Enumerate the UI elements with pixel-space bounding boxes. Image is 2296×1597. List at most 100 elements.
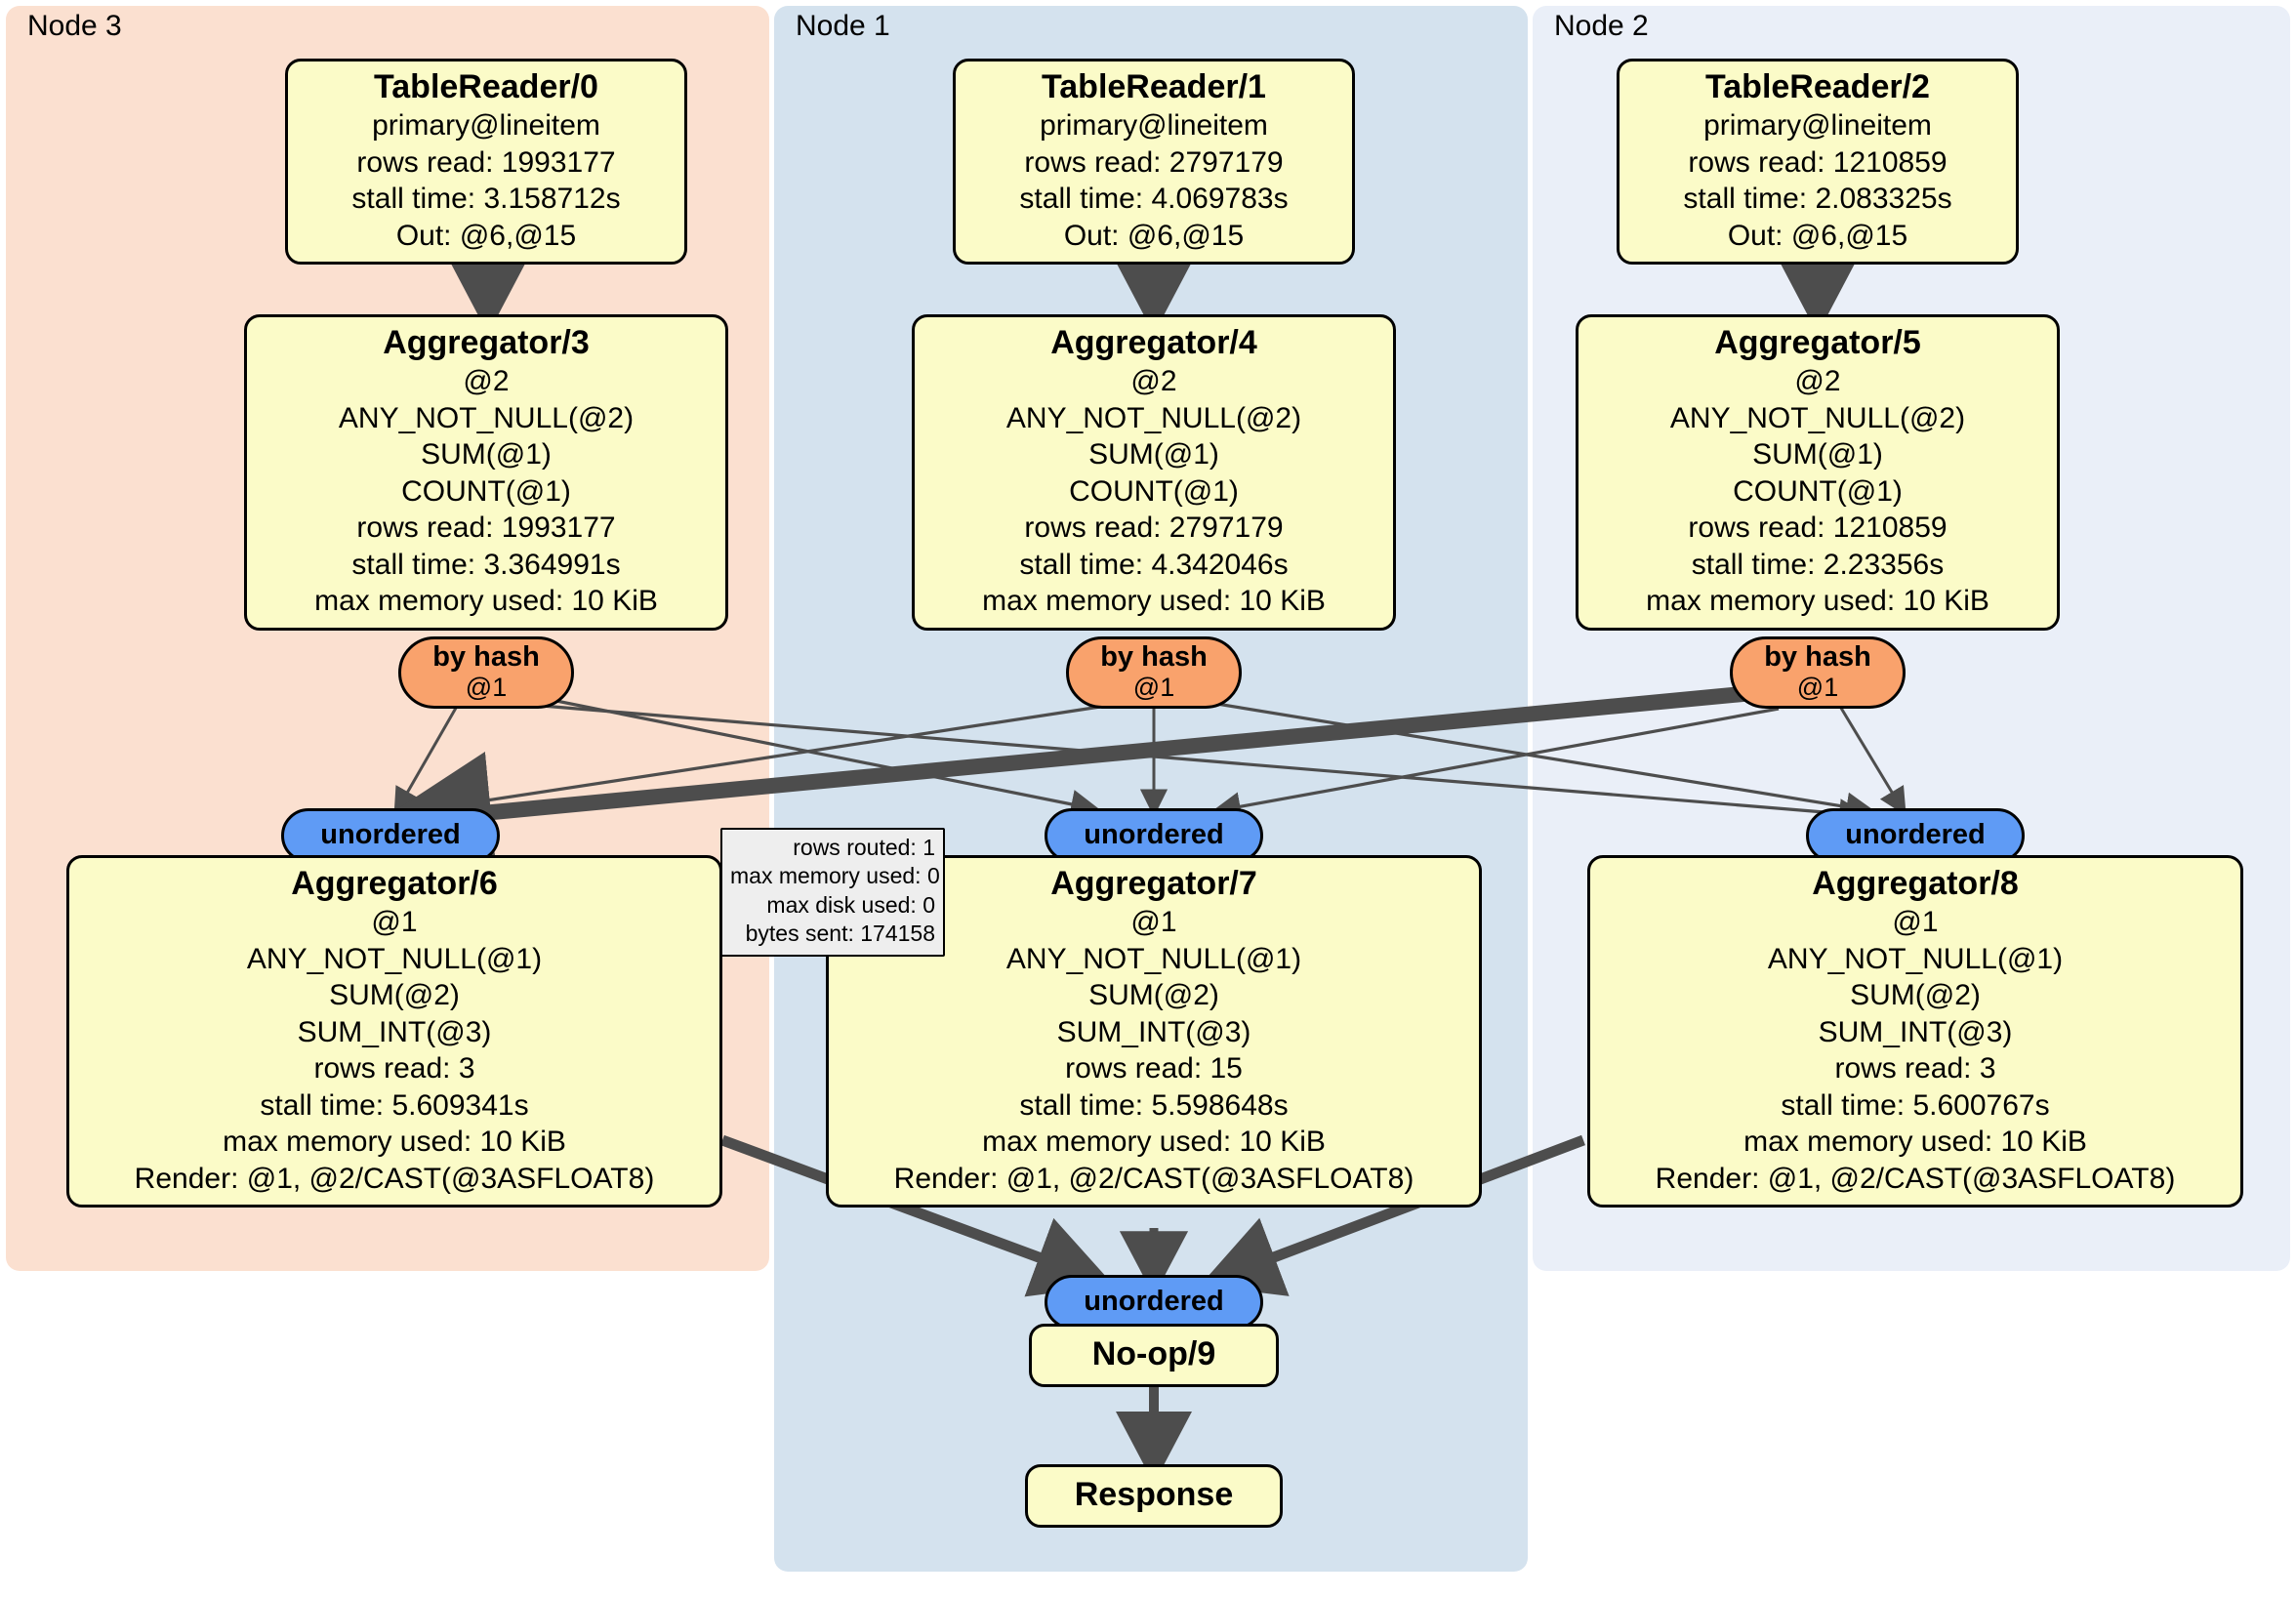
node-detail-line: @2 xyxy=(463,365,510,398)
node-detail-line: COUNT(@1) xyxy=(1069,474,1239,508)
node-detail-line: stall time: 5.600767s xyxy=(1781,1088,2050,1122)
node-title: Response xyxy=(1074,1476,1234,1513)
node-detail-line: rows read: 3 xyxy=(313,1052,475,1085)
node-detail-line: @2 xyxy=(1130,365,1177,398)
stats-row: bytes sent: 174158 xyxy=(745,921,935,947)
node-detail-line: ANY_NOT_NULL(@1) xyxy=(1767,942,2064,975)
cluster-label-node1: Node 1 xyxy=(796,10,890,42)
node-title: Aggregator/3 xyxy=(383,324,590,361)
node-title: TableReader/1 xyxy=(1042,68,1266,105)
node-detail-line: SUM(@2) xyxy=(1850,979,1981,1012)
router-column: @1 xyxy=(465,673,508,703)
node-detail-line: stall time: 3.158712s xyxy=(351,183,621,216)
node-detail-line: Out: @6,@15 xyxy=(1063,219,1245,252)
cluster-label-node2: Node 2 xyxy=(1554,10,1649,42)
node-detail-line: stall time: 5.598648s xyxy=(1019,1088,1289,1122)
router-column: @1 xyxy=(1796,673,1839,703)
node-tablereader-0[interactable]: TableReader/0 primary@lineitem rows read… xyxy=(285,59,687,266)
node-title: No-op/9 xyxy=(1091,1335,1216,1372)
node-detail-line: SUM(@2) xyxy=(329,979,460,1012)
node-detail-line: ANY_NOT_NULL(@2) xyxy=(1005,401,1302,434)
router-unordered-final[interactable]: unordered xyxy=(1045,1275,1263,1330)
router-label: unordered xyxy=(320,819,461,851)
node-title: TableReader/0 xyxy=(374,68,598,105)
node-detail-line: ANY_NOT_NULL(@2) xyxy=(338,401,635,434)
router-label: unordered xyxy=(1084,819,1224,851)
node-detail-line: stall time: 3.364991s xyxy=(351,548,621,581)
stream-stats-tooltip: rows routed: 1 max memory used: 0 max di… xyxy=(720,828,945,957)
router-label: by hash xyxy=(1100,641,1208,674)
node-detail-line: ANY_NOT_NULL(@1) xyxy=(246,942,543,975)
node-detail-line: stall time: 2.083325s xyxy=(1683,183,1952,216)
router-by-hash-node2[interactable]: by hash @1 xyxy=(1730,636,1906,709)
node-detail-line: stall time: 4.342046s xyxy=(1019,548,1289,581)
node-detail-line: SUM(@2) xyxy=(1088,979,1219,1012)
node-detail-line: stall time: 5.609341s xyxy=(260,1088,529,1122)
node-detail-line: SUM(@1) xyxy=(1752,438,1883,471)
node-detail-line: rows read: 15 xyxy=(1065,1052,1243,1085)
node-detail-line: Render: @1, @2/CAST(@3ASFLOAT8) xyxy=(134,1162,655,1195)
node-detail-line: rows read: 3 xyxy=(1834,1052,1996,1085)
node-detail-line: stall time: 2.23356s xyxy=(1691,548,1945,581)
node-detail-line: primary@lineitem xyxy=(372,109,600,143)
node-detail-line: @2 xyxy=(1794,365,1841,398)
node-aggregator-4[interactable]: Aggregator/4 @2 ANY_NOT_NULL(@2) SUM(@1)… xyxy=(912,314,1396,631)
node-aggregator-8[interactable]: Aggregator/8 @1 ANY_NOT_NULL(@1) SUM(@2)… xyxy=(1587,855,2243,1208)
node-detail-line: SUM(@1) xyxy=(421,438,552,471)
node-detail-line: max memory used: 10 KiB xyxy=(314,585,658,618)
stats-row: rows routed: 1 xyxy=(793,835,935,860)
node-aggregator-5[interactable]: Aggregator/5 @2 ANY_NOT_NULL(@2) SUM(@1)… xyxy=(1576,314,2060,631)
node-detail-line: primary@lineitem xyxy=(1703,109,1932,143)
node-detail-line: primary@lineitem xyxy=(1040,109,1268,143)
node-detail-line: Render: @1, @2/CAST(@3ASFLOAT8) xyxy=(1655,1162,2176,1195)
node-detail-line: @1 xyxy=(1130,906,1177,939)
node-detail-line: max memory used: 10 KiB xyxy=(1646,585,1989,618)
node-title: Aggregator/5 xyxy=(1714,324,1921,361)
node-detail-line: rows read: 1993177 xyxy=(356,145,616,179)
node-detail-line: rows read: 2797179 xyxy=(1024,512,1284,545)
node-detail-line: SUM_INT(@3) xyxy=(1818,1015,2013,1048)
node-detail-line: rows read: 1210859 xyxy=(1688,512,1948,545)
stats-row: max memory used: 0 xyxy=(730,863,940,889)
router-unordered-node1[interactable]: unordered xyxy=(1045,808,1263,863)
node-title: Aggregator/4 xyxy=(1050,324,1257,361)
router-label: by hash xyxy=(1764,641,1871,674)
node-title: Aggregator/6 xyxy=(291,865,498,902)
router-column: @1 xyxy=(1132,673,1175,703)
node-detail-line: max memory used: 10 KiB xyxy=(982,585,1326,618)
node-detail-line: SUM(@1) xyxy=(1088,438,1219,471)
node-detail-line: COUNT(@1) xyxy=(401,474,571,508)
node-response[interactable]: Response xyxy=(1025,1464,1283,1529)
node-detail-line: Render: @1, @2/CAST(@3ASFLOAT8) xyxy=(893,1162,1414,1195)
node-detail-line: stall time: 4.069783s xyxy=(1019,183,1289,216)
node-tablereader-1[interactable]: TableReader/1 primary@lineitem rows read… xyxy=(953,59,1355,266)
node-detail-line: rows read: 1210859 xyxy=(1688,145,1948,179)
node-title: Aggregator/8 xyxy=(1812,865,2019,902)
router-label: by hash xyxy=(432,641,540,674)
node-detail-line: Out: @6,@15 xyxy=(395,219,577,252)
stats-row: max disk used: 0 xyxy=(766,891,935,918)
node-detail-line: @1 xyxy=(1892,906,1939,939)
node-no-op-9[interactable]: No-op/9 xyxy=(1029,1324,1279,1388)
cluster-label-node3: Node 3 xyxy=(27,10,122,42)
node-detail-line: SUM_INT(@3) xyxy=(1056,1015,1251,1048)
node-detail-line: SUM_INT(@3) xyxy=(297,1015,492,1048)
router-label: unordered xyxy=(1084,1286,1224,1318)
node-detail-line: max memory used: 10 KiB xyxy=(1743,1126,2087,1159)
router-by-hash-node3[interactable]: by hash @1 xyxy=(398,636,574,709)
node-detail-line: max memory used: 10 KiB xyxy=(982,1126,1326,1159)
node-detail-line: ANY_NOT_NULL(@1) xyxy=(1005,942,1302,975)
router-unordered-node2[interactable]: unordered xyxy=(1806,808,2025,863)
node-detail-line: max memory used: 10 KiB xyxy=(223,1126,566,1159)
router-by-hash-node1[interactable]: by hash @1 xyxy=(1066,636,1242,709)
router-label: unordered xyxy=(1845,819,1986,851)
node-aggregator-7[interactable]: Aggregator/7 @1 ANY_NOT_NULL(@1) SUM(@2)… xyxy=(826,855,1482,1208)
node-detail-line: rows read: 1993177 xyxy=(356,512,616,545)
node-title: Aggregator/7 xyxy=(1050,865,1257,902)
node-detail-line: @1 xyxy=(371,906,418,939)
node-tablereader-2[interactable]: TableReader/2 primary@lineitem rows read… xyxy=(1617,59,2019,266)
node-aggregator-3[interactable]: Aggregator/3 @2 ANY_NOT_NULL(@2) SUM(@1)… xyxy=(244,314,728,631)
node-title: TableReader/2 xyxy=(1705,68,1930,105)
node-aggregator-6[interactable]: Aggregator/6 @1 ANY_NOT_NULL(@1) SUM(@2)… xyxy=(66,855,722,1208)
